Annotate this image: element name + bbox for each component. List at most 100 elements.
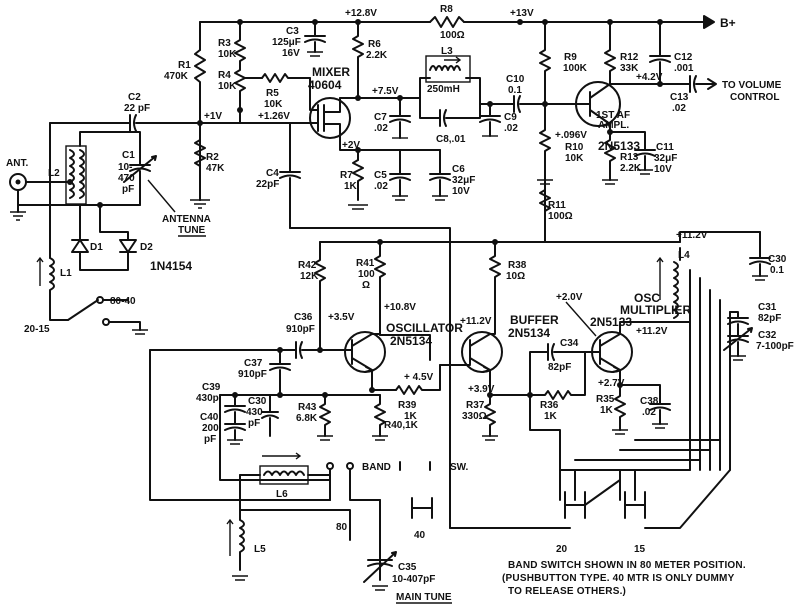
buffer-part: 2N5134 xyxy=(508,326,550,340)
r3-value: 10K xyxy=(218,49,237,60)
r12-value: 33K xyxy=(620,63,639,74)
r10-value: 10K xyxy=(565,153,584,164)
band-80-40-label: 80-40 xyxy=(110,296,136,307)
l6-label: L6 xyxy=(276,489,288,500)
sw-label: SW. xyxy=(450,462,469,473)
r7-value: 1K xyxy=(344,181,358,192)
c8-label: C8,.01 xyxy=(436,134,466,145)
af-part: 2N5133 xyxy=(598,139,640,153)
rail-12v8-label: +12.8V xyxy=(345,8,377,19)
r42-label: R42 xyxy=(298,260,317,271)
mixer-title: MIXER xyxy=(312,65,350,79)
c11-value: 32μF xyxy=(654,153,677,164)
osc-part: 2N5134 xyxy=(390,334,432,348)
c4-label: C4 xyxy=(266,168,279,179)
l4-label: L4 xyxy=(678,250,690,261)
c3-voltage: 16V xyxy=(282,48,300,59)
r43-label: R43 xyxy=(298,402,317,413)
c10-value: 0.1 xyxy=(508,85,522,96)
pos40-label: 40 xyxy=(414,530,426,541)
v42-label: +4.2V xyxy=(636,72,663,83)
c40-label: C40 xyxy=(200,412,219,423)
c1-label: C1 xyxy=(122,150,135,161)
band-label: BAND xyxy=(362,462,391,473)
r4-value: 10K xyxy=(218,81,237,92)
ant-label: ANT. xyxy=(6,158,28,169)
bplus-label: B+ xyxy=(720,16,736,30)
band-switch: L6 L5 BAND SW. 40 80 C35 10-407pF MAIN T… xyxy=(226,439,731,604)
r6-value: 2.2K xyxy=(366,50,388,61)
c1-value3: pF xyxy=(122,184,134,195)
r38-label: R38 xyxy=(508,260,527,271)
c38-value: .02 xyxy=(642,407,656,418)
rail-13v-label: +13V xyxy=(510,8,534,19)
r41-label: R41 xyxy=(356,258,375,269)
tune-label: TUNE xyxy=(178,225,206,236)
r8-label: R8 xyxy=(440,4,453,15)
c9-value: .02 xyxy=(504,123,518,134)
c7-label: C7 xyxy=(374,112,387,123)
switch-note: BAND SWITCH SHOWN IN 80 METER POSITION. … xyxy=(502,560,746,597)
r7-label: R7 xyxy=(340,170,353,181)
r2-label: R2 xyxy=(206,152,219,163)
c5-label: C5 xyxy=(374,170,387,181)
r43-value: 6.8K xyxy=(296,413,318,424)
c1-value: 10- xyxy=(118,162,132,173)
note-line3: TO RELEASE OTHERS.) xyxy=(508,586,626,597)
r5-label: R5 xyxy=(266,88,279,99)
to-volume-label: TO VOLUME xyxy=(722,80,782,91)
r41-unit: Ω xyxy=(362,280,370,291)
c12-label: C12 xyxy=(674,52,693,63)
r35-label: R35 xyxy=(596,394,615,405)
if-coupling: L3 250mH C8,.01 C9 .02 C10 0.1 xyxy=(419,46,561,145)
top-supply-rail: +12.8V R8 100Ω +13V B+ xyxy=(199,4,736,41)
r11-label: R11 xyxy=(548,200,566,211)
r1-label: R1 xyxy=(178,60,191,71)
d1-label: D1 xyxy=(90,242,103,253)
r42-value: 12K xyxy=(300,271,319,282)
r3-label: R3 xyxy=(218,38,231,49)
c37-value: 910pF xyxy=(238,369,267,380)
r5-value: 10K xyxy=(264,99,283,110)
c35-value: 10-407pF xyxy=(392,574,435,585)
buffer-title: BUFFER xyxy=(510,313,559,327)
r6-label: R6 xyxy=(368,39,381,50)
c1-value2: 470 xyxy=(118,173,135,184)
mixer-part: 40604 xyxy=(308,78,342,92)
r1-value: 470K xyxy=(164,71,189,82)
c6-label: C6 xyxy=(452,164,465,175)
antenna-tune-label: ANTENNA xyxy=(162,214,211,225)
v112c-label: +11.2V xyxy=(636,326,668,337)
control-label: CONTROL xyxy=(730,92,779,103)
r37-label: R37 xyxy=(466,400,485,411)
buffer-stage: R38 10Ω + 4.5V +11.2V BUFFER 2N5134 +3.9… xyxy=(404,241,597,471)
c2-label: C2 xyxy=(128,92,141,103)
d2-label: D2 xyxy=(140,242,153,253)
c11-voltage: 10V xyxy=(654,164,672,175)
c32-value: 7-100pF xyxy=(756,341,794,352)
l3-label: L3 xyxy=(441,46,453,57)
r39-label: R39 xyxy=(398,400,417,411)
pos20-label: 20 xyxy=(556,544,568,555)
band-20-15-label: 20-15 xyxy=(24,324,50,335)
r13-value: 2.2K xyxy=(620,163,642,174)
c3-label: C3 xyxy=(286,26,299,37)
pos15-label: 15 xyxy=(634,544,646,555)
c11-label: C11 xyxy=(656,142,674,153)
c38-label: C38 xyxy=(640,396,659,407)
bias-network: R1 470K R3 10K R4 10K R5 10K C2 22 pF +1… xyxy=(49,21,326,209)
oscillator-stage: +11.2V R11 100Ω R42 12K R41 100 Ω +10.8V… xyxy=(149,179,761,501)
v27-label: +2.7V xyxy=(598,378,625,389)
r40-label: R40,1K xyxy=(384,420,419,431)
v39-label: +3.9V xyxy=(468,384,495,395)
r13-label: R13 xyxy=(620,152,639,163)
rail-11v2-label: +11.2V xyxy=(676,230,708,241)
c30b-value: 430 xyxy=(246,407,263,418)
v20-label: +2.0V xyxy=(556,292,583,303)
r9-label: R9 xyxy=(564,52,577,63)
main-tune-label: MAIN TUNE xyxy=(396,592,452,603)
l2-label: L2 xyxy=(48,168,60,179)
pos80-label: 80 xyxy=(336,522,348,533)
multiplier-stage: OSC MULTIPLIER 2N5133 +2.0V +11.2V +2.7V… xyxy=(556,231,794,471)
